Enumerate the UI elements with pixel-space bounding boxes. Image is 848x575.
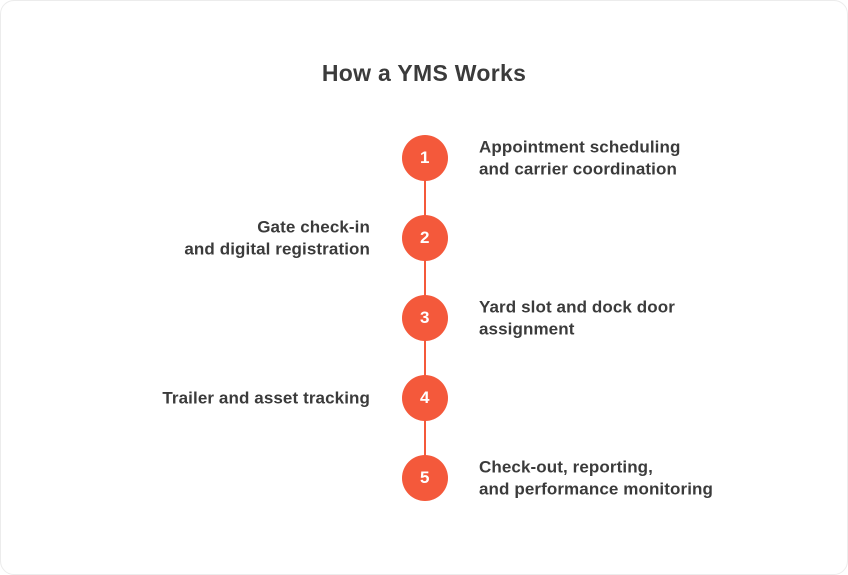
step-label-line: and performance monitoring [479,479,714,498]
step-label: Yard slot and dock door assignment [479,297,675,340]
step-label-line: Gate check-in [257,217,370,237]
step-label-line: Yard slot and dock door [479,297,675,317]
step-number-badge: 2 [402,215,448,261]
step-label-line: Trailer and asset tracking [162,388,370,408]
step-label: Check-out, reporting, and performance mon… [479,457,713,500]
step-number-badge: 4 [402,375,448,421]
step-label: Trailer and asset tracking [162,387,370,409]
step-label-line: Check-out, reporting, [479,457,653,477]
step-number-badge: 1 [402,135,448,181]
step-number: 2 [420,228,430,247]
step-label-line: and carrier coordination [479,159,677,178]
step-label: Gate check-in and digital registration [184,217,370,260]
step-label-line: and digital registration [184,239,370,258]
step-number: 1 [420,148,430,167]
step-number: 4 [420,388,430,407]
step-label: Appointment scheduling and carrier coordi… [479,137,680,180]
step-number-badge: 5 [402,455,448,501]
step-label-line: assignment [479,319,575,338]
step-number-badge: 3 [402,295,448,341]
step-number: 3 [420,308,430,327]
step-number: 5 [420,468,430,487]
step-label-line: Appointment scheduling [479,137,681,157]
page-title: How a YMS Works [321,60,527,86]
